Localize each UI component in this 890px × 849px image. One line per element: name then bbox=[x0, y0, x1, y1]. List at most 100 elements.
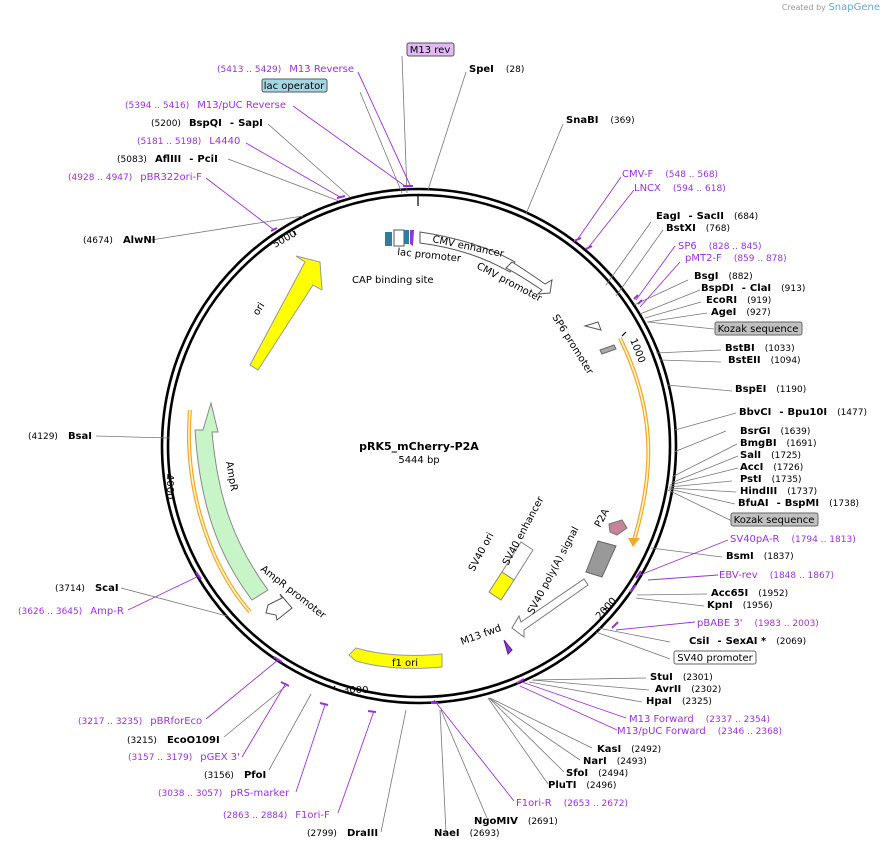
primer-m13-puc-forward: M13/pUC Forward(2346 .. 2368) bbox=[617, 726, 782, 737]
m13-rev-box[interactable] bbox=[406, 42, 455, 57]
primer-sv40pa-r: SV40pA-R(1794 .. 1813) bbox=[730, 534, 856, 545]
primer-pbrforeco: (3217 .. 3235)pBRforEco bbox=[78, 716, 202, 727]
sv40-promoter-box[interactable] bbox=[673, 650, 757, 665]
enzyme-site-avrii: AvrII(2302) bbox=[655, 684, 721, 695]
enzyme-site-bsmi: BsmI(1837) bbox=[726, 551, 794, 562]
ampr-label: AmpR bbox=[223, 461, 239, 492]
primer-cmv-f: CMV-F(548 .. 568) bbox=[622, 169, 718, 180]
lac-promoter-shape[interactable] bbox=[393, 229, 405, 247]
enzyme-site-bsteii: BstEII(1094) bbox=[728, 355, 801, 366]
tick-2000: 2000 bbox=[594, 596, 619, 622]
feature-shapes bbox=[187, 229, 651, 669]
enzyme-site-afliii-pcii: (5083)AflIII-PciI bbox=[117, 154, 218, 165]
primer-labels: (5413 .. 5429)M13 Reverse (5394 .. 5416)… bbox=[18, 64, 856, 821]
enzyme-site-bsgi: BsgI(882) bbox=[694, 271, 753, 282]
enzyme-site-speI: SpeI(28) bbox=[469, 64, 524, 75]
primer-f1ori-r: F1ori-R(2653 .. 2672) bbox=[516, 798, 628, 809]
plasmid-name: pRK5_mCherry-P2A bbox=[359, 440, 479, 453]
primer-pmt2-f: pMT2-F(859 .. 878) bbox=[685, 253, 787, 264]
primer-pbr322ori-f: (4928 .. 4947)pBR322ori-F bbox=[68, 172, 202, 183]
boxed-labels: M13 rev lac operator Kozak sequence Koza… bbox=[261, 42, 819, 665]
cap-site-label: CAP binding site bbox=[352, 275, 434, 286]
primer-m13-forward: M13 Forward(2337 .. 2354) bbox=[629, 714, 770, 725]
enzyme-site-acc65i: Acc65I(1952) bbox=[711, 588, 788, 599]
backbone-outer bbox=[160, 187, 678, 705]
lac-operator-box[interactable] bbox=[261, 78, 328, 93]
primer-m13-puc-reverse: (5394 .. 5416)M13/pUC Reverse bbox=[125, 100, 286, 111]
enzyme-site-bstxi: BstXI(768) bbox=[666, 223, 730, 234]
primer-pgex3: (3157 .. 3179)pGEX 3' bbox=[128, 752, 240, 763]
primer-prs-marker: (3038 .. 3057)pRS-marker bbox=[158, 788, 290, 799]
enzyme-site-bbvci-bpu10i: BbvCI-Bpu10I(1477) bbox=[739, 407, 867, 418]
m13-fwd-marker[interactable] bbox=[503, 639, 513, 655]
primer-lines bbox=[127, 71, 729, 814]
orf-arc bbox=[618, 337, 651, 541]
backbone-inner bbox=[166, 193, 672, 699]
enzyme-site-bspei: BspEI(1190) bbox=[735, 384, 806, 395]
primer-l4440: (5181 .. 5198)L4440 bbox=[137, 136, 240, 147]
kozak-box-2[interactable] bbox=[730, 512, 819, 527]
ampr-promoter-arrow[interactable] bbox=[265, 593, 293, 621]
p2a-shape[interactable] bbox=[608, 519, 628, 536]
enzyme-site-hindiii: HindIII(1737) bbox=[740, 486, 817, 497]
primer-marks bbox=[195, 185, 643, 713]
enzyme-site-bsai: (4129)BsaI bbox=[28, 431, 92, 442]
m13-fwd-label: M13 fwd bbox=[459, 623, 503, 648]
enzyme-site-ngomiv: NgoMIV(2691) bbox=[474, 816, 558, 827]
sp6-promoter-shape[interactable] bbox=[583, 321, 602, 331]
primer-ebv-rev: EBV-rev(1848 .. 1867) bbox=[719, 570, 834, 581]
cmv-promoter-shape[interactable] bbox=[505, 261, 553, 295]
primer-m13-reverse: (5413 .. 5429)M13 Reverse bbox=[217, 64, 354, 75]
enzyme-site-bmgbi: BmgBI(1691) bbox=[740, 438, 816, 449]
tick-3000: 3000 bbox=[343, 685, 368, 696]
enzyme-site-bsrgi: BsrGI(1639) bbox=[740, 426, 810, 437]
credit-prefix: Created by bbox=[781, 3, 826, 12]
plasmid-length: 5444 bp bbox=[398, 455, 439, 466]
snapgene-logo: SnapGene bbox=[828, 2, 880, 13]
leader-lines bbox=[95, 55, 739, 833]
lac-operator-label: lac operator bbox=[264, 81, 325, 92]
enzyme-site-hpai: HpaI(2325) bbox=[646, 696, 712, 707]
enzyme-site-snabi: SnaBI(369) bbox=[566, 115, 635, 126]
enzyme-site-naei: NaeI(2693) bbox=[434, 828, 500, 839]
enzyme-site-pluti: PluTI(2496) bbox=[548, 780, 616, 791]
ampr-arrow[interactable] bbox=[194, 401, 269, 601]
ori-label: ori bbox=[251, 301, 267, 318]
enzyme-site-psti: PstI(1735) bbox=[740, 474, 802, 485]
enzyme-site-bfuai-bspmi: BfuAI-BspMI(1738) bbox=[738, 498, 859, 509]
enzyme-site-sfoi: SfoI(2494) bbox=[566, 768, 628, 779]
enzyme-labels: SpeI(28) SnaBI(369) EagI-SacII(684) BstX… bbox=[28, 64, 867, 839]
enzyme-site-csii-sexai: CsiI-SexAI *(2069) bbox=[689, 636, 806, 647]
sv40-ori-label: SV40 ori bbox=[467, 531, 496, 573]
enzyme-site-kasi: KasI(2492) bbox=[597, 744, 661, 755]
ori-arrow[interactable] bbox=[249, 255, 323, 371]
grey-feature-block[interactable] bbox=[585, 540, 617, 578]
tick-4000: 4000 bbox=[164, 474, 175, 499]
enzyme-site-sali: SalI(1725) bbox=[740, 450, 801, 461]
enzyme-site-acci: AccI(1726) bbox=[740, 462, 803, 473]
sv40-promoter-label: SV40 promoter bbox=[677, 653, 753, 664]
enzyme-site-stui: StuI(2301) bbox=[650, 672, 713, 683]
kozak-label-2: Kozak sequence bbox=[734, 515, 815, 526]
kozak-label-1: Kozak sequence bbox=[718, 324, 799, 335]
cap-site-shape[interactable] bbox=[385, 232, 392, 246]
sv40-polya-arrow[interactable] bbox=[511, 578, 589, 638]
sp6-promoter-label: SP6 promoter bbox=[549, 313, 595, 378]
enzyme-site-ecoo109i: (3215)EcoO109I bbox=[127, 735, 220, 746]
primer-f1ori-f: (2863 .. 2884)F1ori-F bbox=[223, 810, 330, 821]
primer-sp6: SP6(828 .. 845) bbox=[678, 241, 762, 252]
m13-rev-label: M13 rev bbox=[410, 45, 451, 56]
enzyme-site-scai: (3714)ScaI bbox=[55, 583, 119, 594]
sv40-enhancer-shape[interactable] bbox=[501, 541, 534, 581]
enzyme-site-pfoi: (3156)PfoI bbox=[204, 770, 266, 781]
enzyme-site-draiii: (2799)DraIII bbox=[307, 828, 378, 839]
primer-lncx: LNCX(594 .. 618) bbox=[634, 183, 726, 194]
primer-amp-r: (3626 .. 3645)Amp-R bbox=[18, 606, 124, 617]
primer-pbabe3: pBABE 3'(1983 .. 2003) bbox=[697, 618, 819, 629]
enzyme-site-alwni: (4674)AlwNI bbox=[83, 235, 155, 246]
enzyme-site-bstbi: BstBI(1033) bbox=[725, 343, 795, 354]
kozak-box-1[interactable] bbox=[714, 321, 803, 336]
f1-ori-arrow[interactable] bbox=[348, 647, 443, 669]
enzyme-site-kpni: KpnI(1956) bbox=[707, 600, 773, 611]
